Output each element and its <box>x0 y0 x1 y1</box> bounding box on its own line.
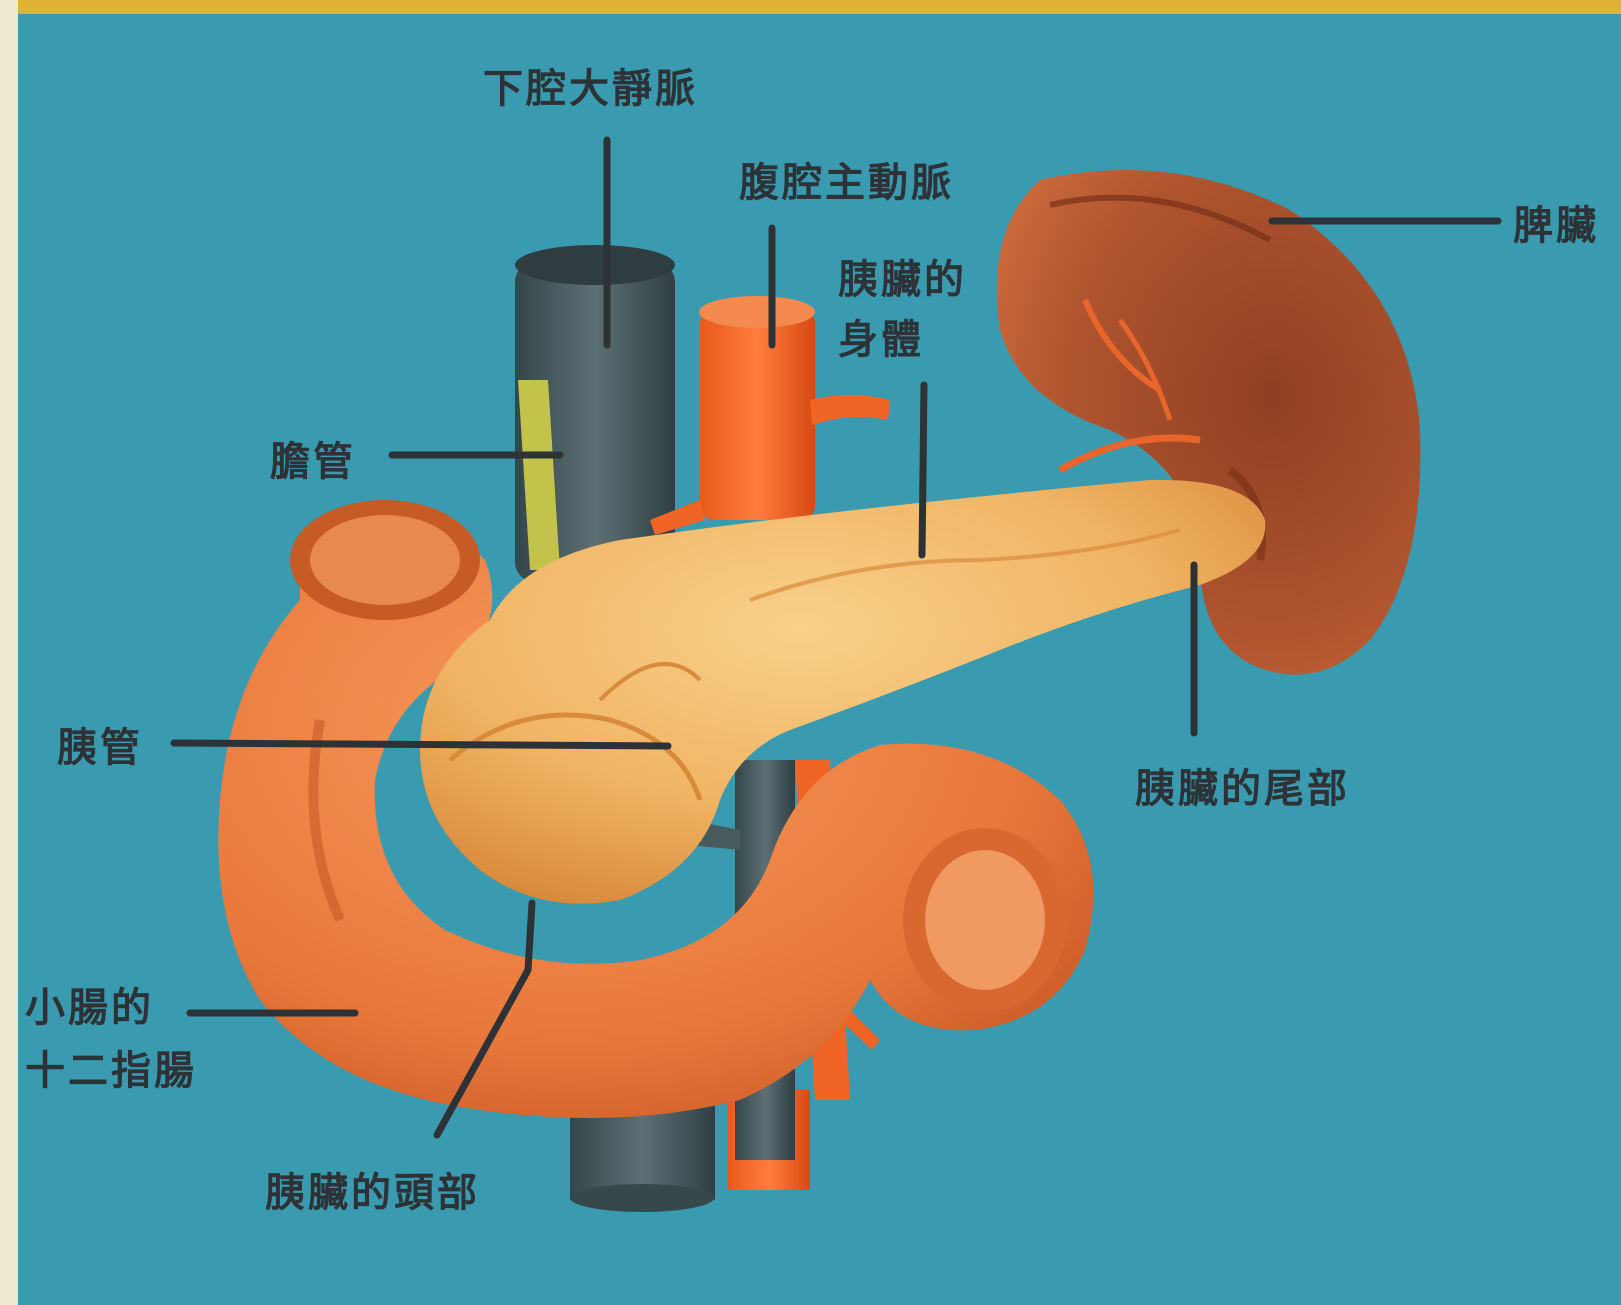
label-inferior-vena-cava: 下腔大靜脈 <box>483 63 698 115</box>
label-abdominal-aorta: 腹腔主動脈 <box>739 157 954 209</box>
label-pancreatic-duct: 胰管 <box>57 722 143 774</box>
leader-body <box>922 385 924 555</box>
leader-pancreatic-duct <box>174 743 668 746</box>
label-duodenum-line1: 小腸的 <box>25 982 154 1034</box>
label-spleen: 脾臟 <box>1513 200 1599 252</box>
label-pancreas-head: 胰臟的頭部 <box>265 1167 480 1219</box>
label-bile-duct: 膽管 <box>270 436 356 488</box>
label-pancreas-body-line1: 胰臟的 <box>838 254 967 306</box>
label-pancreas-tail: 胰臟的尾部 <box>1135 763 1350 815</box>
left-border <box>0 0 18 1305</box>
label-pancreas-body-line2: 身體 <box>838 314 924 366</box>
label-duodenum-line2: 十二指腸 <box>25 1045 197 1097</box>
leader-head-a <box>528 903 532 970</box>
top-border <box>0 0 1621 14</box>
